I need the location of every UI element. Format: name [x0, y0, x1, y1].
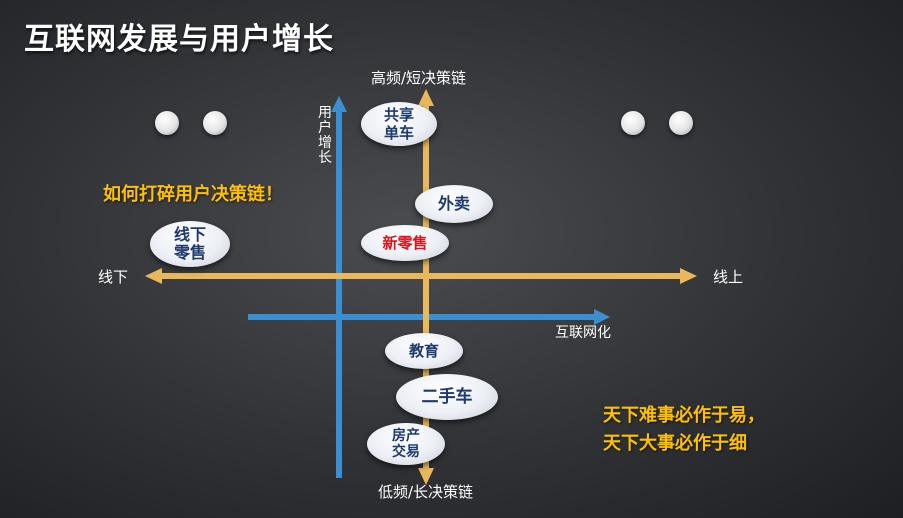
offline-arrowhead — [145, 268, 162, 284]
bubble-offline-retail-line-2: 零售 — [173, 243, 206, 262]
quote-block: 天下难事必作于易， 天下大事必作于细 — [603, 402, 765, 458]
bubble-education-label: 教育 — [408, 342, 439, 360]
bubble-offline-retail: 线下 零售 — [150, 221, 230, 267]
bubble-offline-retail-line-1: 线下 — [173, 225, 206, 244]
axis-label-right: 线上 — [713, 268, 744, 286]
axis-label-top: 高频/短决策链 — [371, 69, 467, 87]
bubble-shared-bike-line-2: 单车 — [383, 124, 414, 142]
bubble-used-car-label: 二手车 — [421, 387, 473, 407]
axis-label-user-growth: 用户增长 — [318, 105, 332, 166]
online-arrowhead — [680, 268, 697, 284]
decor-dot — [203, 111, 227, 135]
bubble-shared-bike: 共享 单车 — [361, 102, 437, 146]
quote-line-2: 天下大事必作于细 — [603, 433, 747, 454]
bubble-real-estate-line-1: 房产 — [392, 428, 420, 444]
bubble-real-estate-line-2: 交易 — [392, 444, 420, 460]
bubble-new-retail: 新零售 — [361, 225, 449, 261]
axis-label-internet: 互联网化 — [555, 325, 611, 341]
bubble-used-car: 二手车 — [396, 374, 498, 420]
page-title: 互联网发展与用户增长 — [24, 22, 334, 57]
axis-label-left: 线下 — [98, 268, 129, 286]
callout-break-decision-chain: 如何打碎用户决策链！ — [103, 184, 283, 205]
decor-dot — [621, 111, 645, 135]
bubble-takeaway-label: 外卖 — [437, 194, 470, 213]
bubble-takeaway: 外卖 — [415, 185, 493, 223]
frequency-arrowhead-bottom — [418, 468, 434, 485]
bubble-shared-bike-line-1: 共享 — [383, 106, 414, 124]
axis-label-bottom: 低频/长决策链 — [378, 483, 474, 501]
internet-arrowhead — [594, 309, 610, 325]
quote-line-1: 天下难事必作于易， — [603, 405, 765, 426]
bubble-education: 教育 — [385, 333, 463, 369]
bubble-real-estate: 房产 交易 — [367, 423, 445, 465]
decor-dot — [669, 111, 693, 135]
decor-dot — [155, 111, 179, 135]
bubble-new-retail-label: 新零售 — [382, 234, 428, 252]
frequency-arrowhead-top — [418, 89, 434, 106]
user-growth-arrowhead — [331, 96, 347, 112]
